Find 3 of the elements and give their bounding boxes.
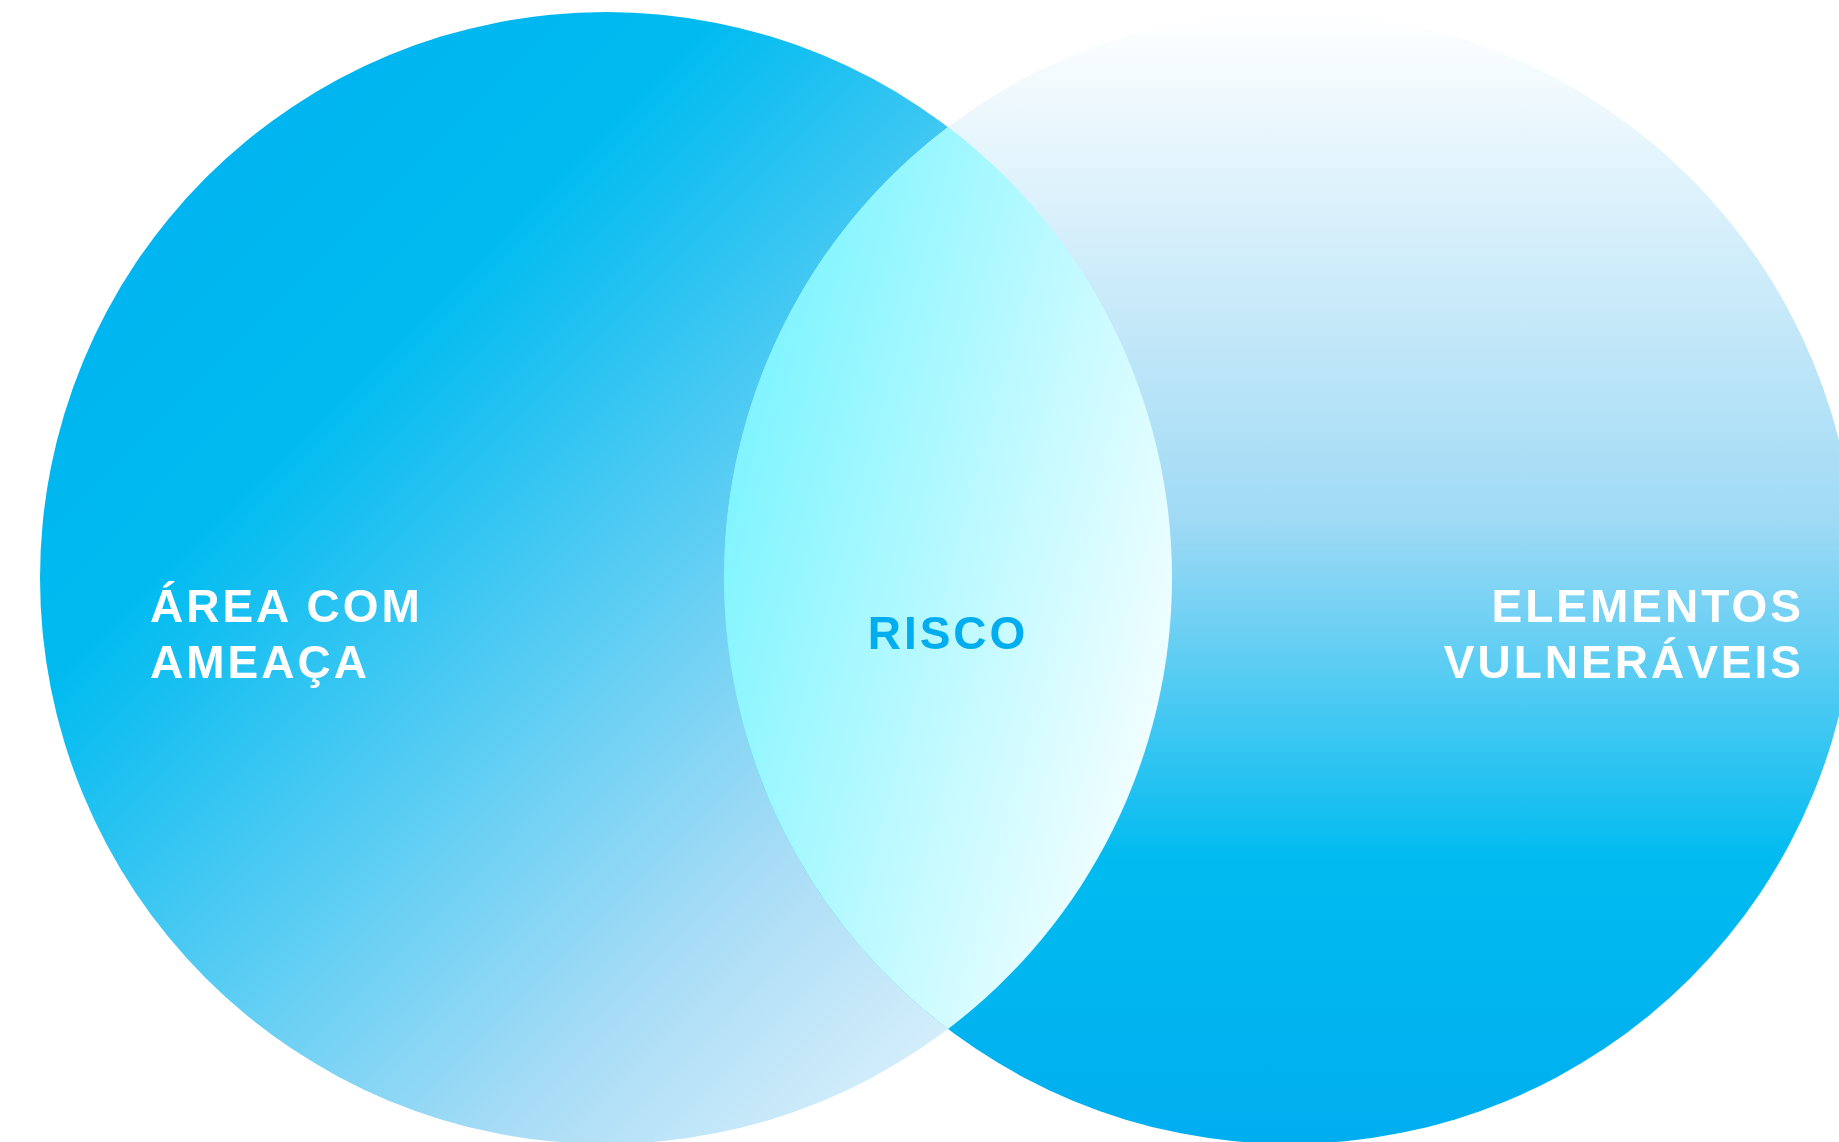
set-label: ÁREA COM AMEAÇA: [150, 579, 424, 690]
set-label: ELEMENTOS VULNERÁVEIS: [1442, 579, 1804, 690]
set-label: RISCO: [866, 606, 1030, 661]
